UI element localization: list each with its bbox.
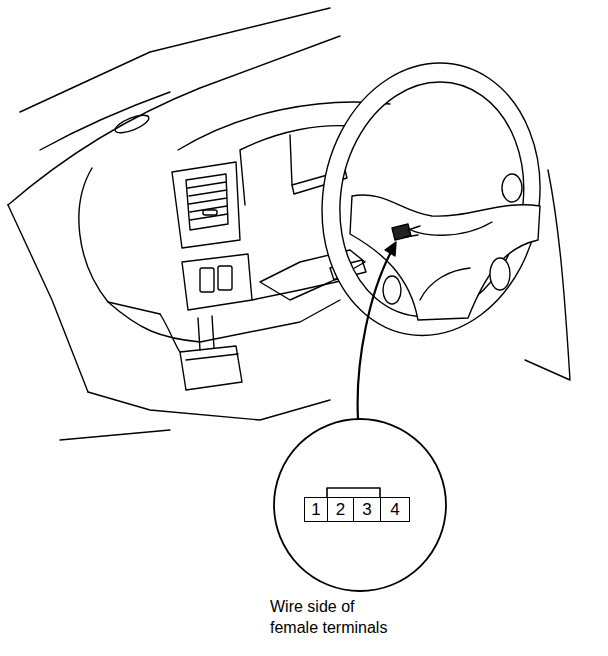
lower-dash [108,300,340,342]
windshield-base [20,8,330,112]
dash-top [8,36,340,205]
switch-panel [182,254,252,310]
leader-line [358,252,391,419]
defroster-vent [113,112,151,137]
wheel-connector-wire [405,226,420,237]
arrowhead [385,242,396,256]
wheel-rim [322,63,540,335]
center-panel [172,162,240,248]
connector-terminal: 2 [327,497,354,522]
connector-terminal: 3 [353,497,381,522]
steering-wheel [322,63,540,335]
switch [218,266,232,290]
wheel-connector [392,224,411,240]
floor-line [60,430,170,440]
switch [200,268,214,292]
pin-number: 2 [336,500,345,520]
pin-number: 3 [362,500,371,520]
hub-pad [404,222,492,300]
dash-left-side [8,205,88,392]
dash-left-end [79,168,160,314]
connector-terminal: 1 [304,497,328,522]
spoke-opening [490,258,510,290]
side-vent [186,174,228,230]
detail-circle [274,419,446,591]
pedal [180,346,242,390]
callout [274,242,446,591]
spoke-opening [502,174,522,202]
callout-caption: Wire side of female terminals [270,596,396,638]
knee-panel [160,280,345,352]
spoke-opening [383,276,401,304]
indicator [203,210,217,215]
floor-line [88,392,330,420]
connector-terminal: 4 [380,497,410,522]
pedal-arm [198,316,214,350]
wheel-hub [350,195,540,320]
pin-number: 4 [390,500,399,520]
pin-number: 1 [311,500,320,520]
dash-top-edge [40,92,170,150]
dashboard [8,8,570,440]
